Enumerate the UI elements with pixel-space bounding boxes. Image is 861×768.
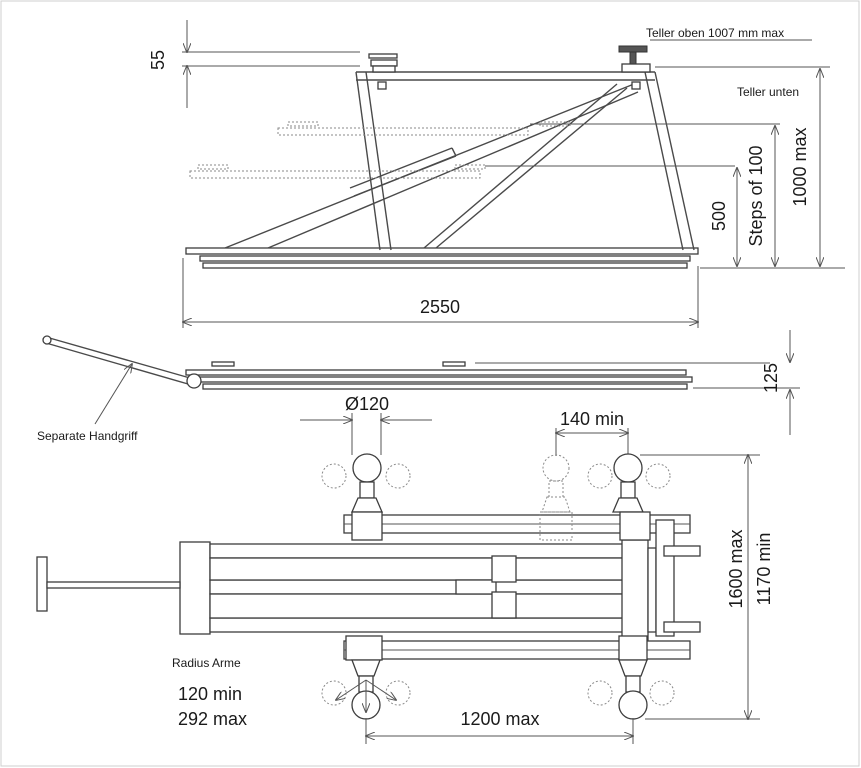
dim-140-min-label: 140 min (560, 409, 624, 429)
top-main-body (179, 519, 701, 641)
right-lower-arm (587, 635, 675, 720)
dim-125-label: 125 (761, 363, 781, 393)
teller-unten-label: Teller unten (737, 85, 799, 99)
left-upper-arm (321, 453, 411, 541)
side-left-leg (355, 71, 392, 251)
teller-oben-label: Teller oben 1007 mm max (646, 26, 784, 40)
left-lower-arm (321, 635, 411, 720)
side-hydraulic-cylinder (349, 147, 457, 197)
dim-1200-max: 1200 max (366, 709, 633, 744)
folded-leaders (475, 362, 800, 389)
handgriff-label: Separate Handgriff (37, 429, 138, 443)
handgriff-callout: Separate Handgriff (37, 364, 138, 443)
side-base-rails (185, 247, 699, 269)
folded-view: 125 Separate Handgriff (37, 330, 800, 443)
dim-500-label: 500 (709, 201, 729, 231)
dim-1600-max-label: 1600 max (726, 529, 746, 608)
dim-1000-max: 1000 max (790, 69, 820, 266)
side-right-leg (644, 71, 695, 251)
side-left-plate (368, 53, 398, 90)
dim-1200-max-label: 1200 max (460, 709, 539, 729)
dim-1170-min-label: 1170 min (754, 533, 774, 606)
dim-140-min: 140 min (556, 409, 628, 456)
dim-dia-120-label: Ø120 (345, 394, 389, 414)
side-ghost-positions (189, 121, 571, 179)
dim-55: 55 (148, 20, 360, 108)
ghost-middle-arm (539, 454, 573, 541)
dim-2550-label: 2550 (420, 297, 460, 317)
dim-dia-120: Ø120 (300, 394, 432, 455)
radius-arme-label: Radius Arme (172, 656, 241, 670)
dim-55-label: 55 (148, 50, 168, 70)
folded-rails (185, 361, 693, 390)
top-handle (36, 556, 181, 612)
side-top-beam (356, 71, 655, 81)
dim-1000-max-label: 1000 max (790, 127, 810, 206)
folded-handle (42, 335, 202, 389)
dim-2550: 2550 (183, 258, 698, 328)
dim-steps-label: Steps of 100 (746, 145, 766, 246)
dim-steps-of-100: Steps of 100 (746, 126, 775, 266)
radius-292-max-label: 292 max (178, 709, 247, 729)
radius-120-min-label: 120 min (178, 684, 242, 704)
dim-1600-1170: 1600 max 1170 min (640, 455, 774, 719)
side-right-plate (618, 45, 651, 90)
dim-500: 500 (709, 168, 737, 266)
side-leaders (485, 39, 845, 269)
top-view: Ø120 140 min (36, 394, 774, 744)
side-view: 55 1000 max Steps of 100 500 Teller oben… (148, 20, 845, 328)
right-upper-arm (587, 453, 671, 541)
dim-125: 125 (761, 330, 790, 435)
